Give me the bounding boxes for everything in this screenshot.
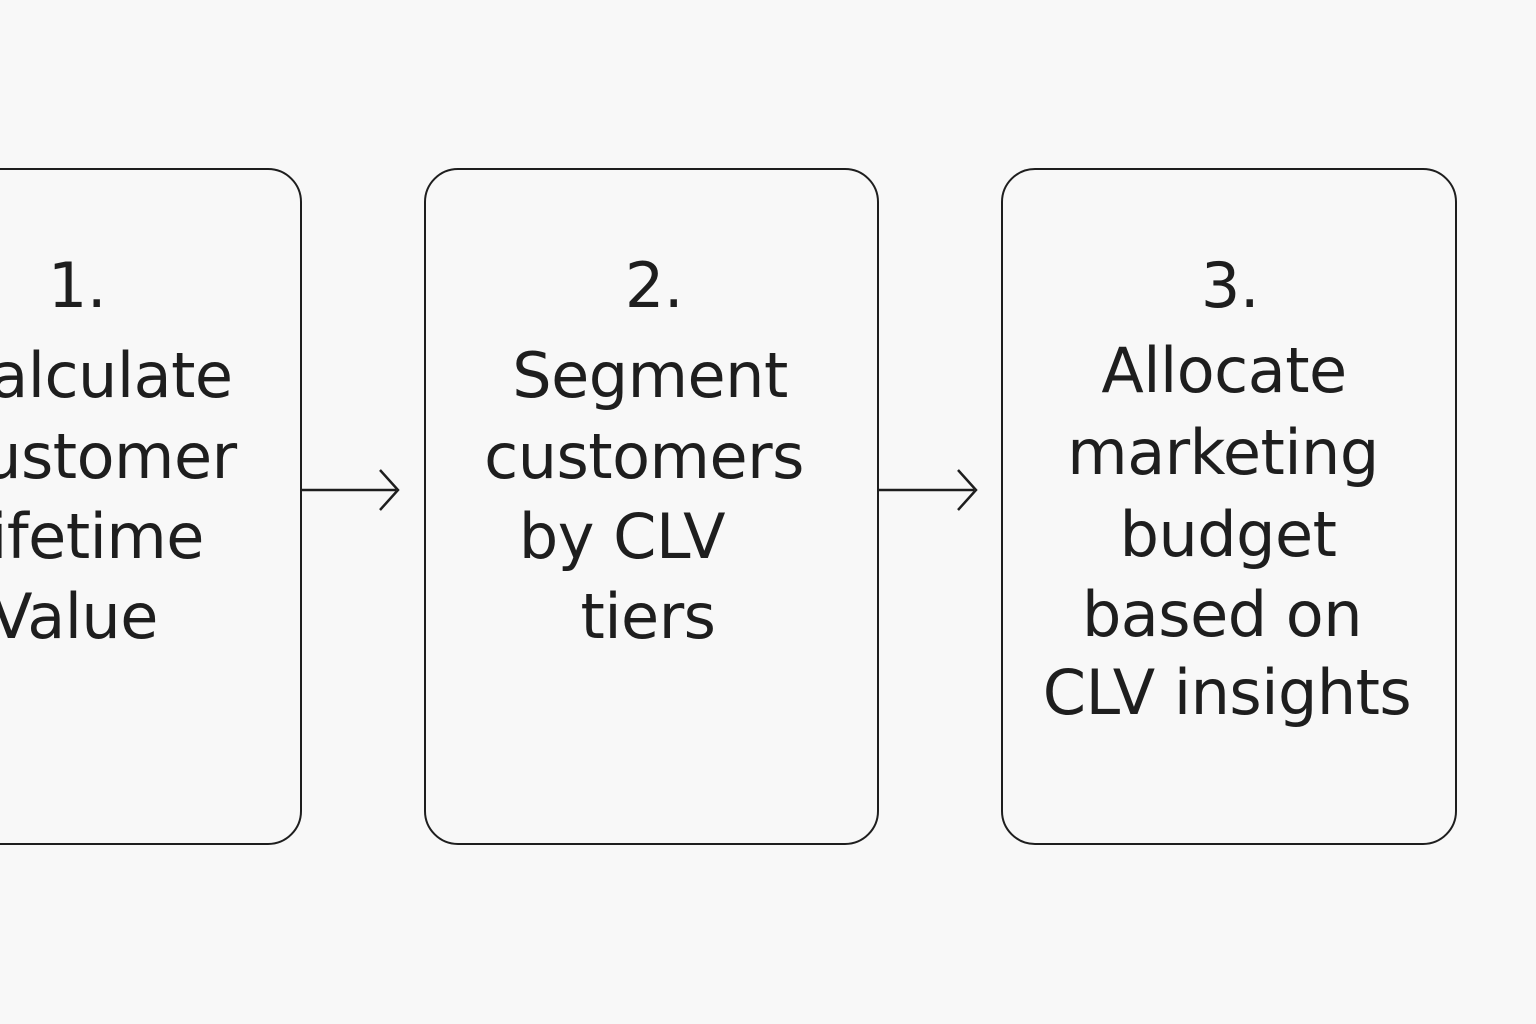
step-1-number: 1. [47,249,107,322]
step-1-line-3: Lifetime [0,500,204,573]
step-3-line-2: marketing [1067,416,1379,489]
step-1-box [0,168,302,845]
step-3-line-3: budget [1119,498,1337,571]
step-1-line-2: Customer [0,420,237,493]
step-3-line-1: Allocate [1101,334,1347,407]
step-2-line-4: tiers [580,580,716,653]
step-3-line-5: CLV insights [1042,656,1412,729]
step-2-line-2: customers [484,420,804,493]
step-2-line-3: by CLV [518,500,726,573]
step-1-line-1: Calculate [0,339,233,412]
step-3-box [1001,168,1457,845]
step-3-line-4: based on [1081,578,1363,651]
step-2-box [424,168,879,845]
arrow-right-icon [879,469,978,511]
step-1-line-4: Value [0,580,158,653]
step-2-number: 2. [624,249,684,322]
step-2-line-1: Segment [512,339,788,412]
step-3-number: 3. [1200,249,1260,322]
arrow-right-icon [302,469,400,511]
